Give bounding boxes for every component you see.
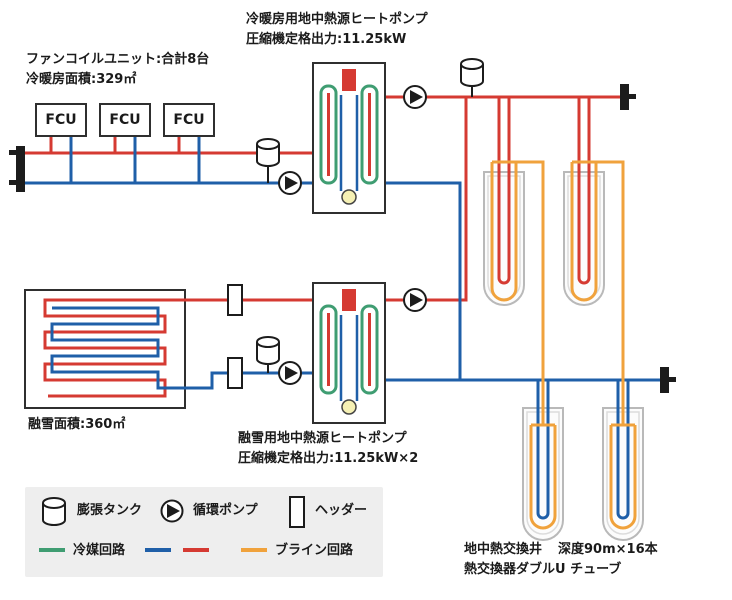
- compressor-icon: [342, 289, 356, 311]
- fcu-return-stems: [69, 137, 201, 183]
- fcu-box: FCU: [163, 103, 215, 137]
- borehole4-blue-utube: [616, 380, 630, 520]
- expansion-tank: [460, 58, 484, 87]
- borehole-casing: [483, 171, 525, 306]
- fcu-supply-stems: [49, 137, 181, 153]
- snow-coil-supply-serpentine: [43, 298, 313, 398]
- heat-pump-2: [312, 282, 386, 424]
- compressor-icon: [342, 69, 356, 91]
- brine-line-swatch: [241, 548, 267, 552]
- borehole2-red-utube: [577, 97, 591, 285]
- borehole-casing: [522, 407, 564, 541]
- header-icon: [289, 496, 305, 528]
- header-symbol: [227, 357, 243, 389]
- bottom-right-pipe-cap: [660, 367, 676, 393]
- legend: 膨張タンク 循環ポンプ ヘッダー 冷媒回路 ブライン回路: [25, 487, 383, 577]
- valve-icon: [341, 399, 357, 415]
- fan-coil-label-line1: ファンコイルユニット:合計8台: [26, 52, 210, 67]
- borehole3-brine-utube: [529, 423, 557, 530]
- borehole1-brine-utube: [490, 162, 518, 302]
- hp2-label: 融雪用地中熱源ヒートポンプ 圧縮機定格出力:11.25kW×2: [238, 429, 418, 468]
- expansion-tank-icon: [42, 497, 66, 526]
- borehole-label-line2: 熱交換器ダブルU チューブ: [464, 561, 622, 577]
- hp1-label: 冷暖房用地中熱源ヒートポンプ 圧縮機定格出力:11.25kW: [246, 10, 428, 49]
- fcu-box: FCU: [99, 103, 151, 137]
- legend-header-label: ヘッダー: [315, 503, 368, 518]
- brine-pipes: [490, 160, 637, 530]
- borehole-field: [483, 171, 644, 541]
- legend-expansion-tank-label: 膨張タンク: [77, 503, 143, 518]
- heat-pump-1: [312, 62, 386, 214]
- top-right-pipe-cap: [620, 84, 636, 110]
- hp1-label-line2: 圧縮機定格出力:11.25kW: [246, 31, 407, 47]
- borehole-depth: 深度90m×16本: [558, 542, 658, 557]
- borehole-label: 地中熱交換井深度90m×16本 熱交換器ダブルU チューブ: [464, 540, 658, 579]
- circulation-pump-icon: [160, 499, 184, 523]
- snow-area-label: 融雪面積:360㎡: [28, 417, 126, 432]
- expansion-tank: [256, 138, 280, 167]
- hp1-ground-return-riser: [385, 181, 462, 380]
- legend-circulation-pump-label: 循環ポンプ: [193, 503, 258, 518]
- legend-brine-label: ブライン回路: [275, 543, 354, 558]
- hp2-ground-supply-riser: [385, 97, 468, 302]
- refrigerant-line-swatch: [39, 548, 65, 552]
- circulation-pump: [403, 85, 427, 109]
- borehole3-blue-utube: [536, 380, 550, 520]
- borehole-label-line1: 地中熱交換井深度90m×16本: [464, 540, 658, 560]
- brine-run-2: [572, 160, 625, 425]
- hp2-label-line2: 圧縮機定格出力:11.25kW×2: [238, 450, 419, 466]
- hp1-label-line1: 冷暖房用地中熱源ヒートポンプ: [246, 12, 428, 27]
- legend-refrigerant-label: 冷媒回路: [73, 543, 126, 558]
- fan-coil-label-line2: 冷暖房面積:329㎡: [26, 71, 137, 87]
- brine-run-1: [492, 160, 545, 425]
- circulation-pump: [278, 361, 302, 385]
- cold-water-pipes: [16, 137, 664, 520]
- hot-line-swatch: [183, 548, 209, 552]
- fcu-box: FCU: [35, 103, 87, 137]
- borehole-casing: [602, 407, 644, 541]
- cold-line-swatch: [145, 548, 171, 552]
- snow-coil-return-serpentine: [50, 306, 313, 390]
- left-pipe-cap: [9, 146, 25, 192]
- valve-icon: [341, 189, 357, 205]
- borehole-casing-inner: [606, 411, 640, 535]
- borehole1-red-utube: [497, 97, 511, 285]
- borehole2-brine-utube: [570, 162, 598, 302]
- header-symbol: [227, 284, 243, 316]
- borehole-casing-inner: [526, 411, 560, 535]
- hp2-label-line1: 融雪用地中熱源ヒートポンプ: [238, 431, 407, 446]
- borehole-casing: [563, 171, 605, 306]
- expansion-tank: [256, 336, 280, 365]
- circulation-pump: [403, 288, 427, 312]
- fan-coil-label: ファンコイルユニット:合計8台 冷暖房面積:329㎡: [26, 50, 209, 89]
- borehole-title: 地中熱交換井: [464, 542, 543, 557]
- borehole4-brine-utube: [609, 423, 637, 530]
- circulation-pump: [278, 171, 302, 195]
